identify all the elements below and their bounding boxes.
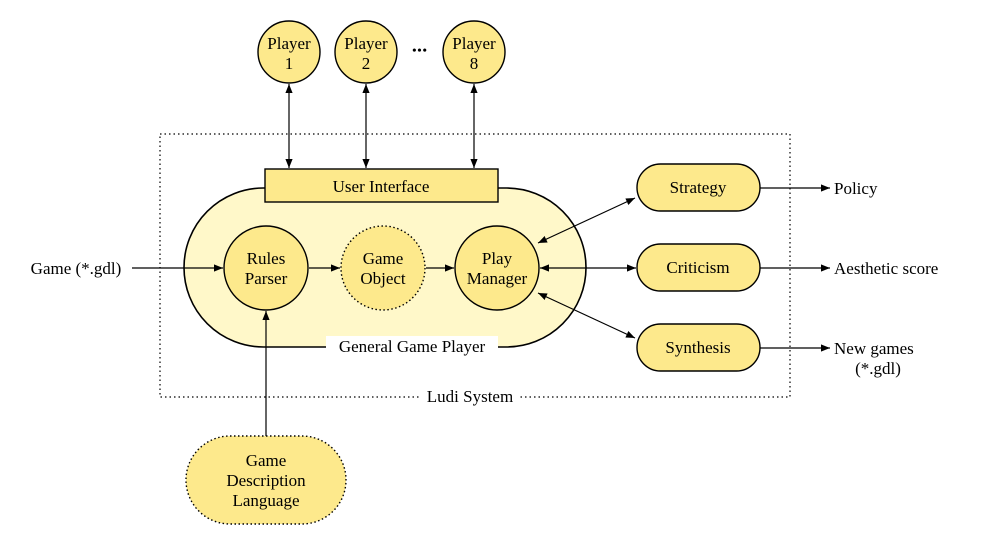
manager-strategy-arrow bbox=[537, 197, 636, 244]
manager-synthesis-arrow bbox=[537, 292, 636, 339]
new-games-line1: New games bbox=[834, 339, 914, 358]
game-object-line2: Object bbox=[360, 269, 406, 288]
policy-label: Policy bbox=[834, 179, 878, 198]
new-games-line2: (*.gdl) bbox=[855, 359, 901, 378]
general-game-player-label: General Game Player bbox=[339, 337, 486, 356]
game-object-node: Game Object bbox=[340, 225, 426, 311]
criticism-label: Criticism bbox=[666, 258, 729, 277]
ludi-system-label: Ludi System bbox=[427, 387, 513, 406]
strategy-label: Strategy bbox=[670, 178, 727, 197]
rules-parser-node: Rules Parser bbox=[223, 225, 309, 311]
game-description-language-node: Game Description Language bbox=[185, 435, 347, 525]
player-1-node: Player 1 bbox=[257, 20, 321, 84]
criticism-node: Criticism bbox=[636, 243, 761, 292]
synthesis-node: Synthesis bbox=[636, 323, 761, 372]
play-manager-line1: Play bbox=[482, 249, 513, 268]
player-8-node: Player 8 bbox=[442, 20, 506, 84]
gdl-line2: Description bbox=[226, 471, 306, 490]
player-1-line2: 1 bbox=[285, 54, 294, 73]
user-interface-label: User Interface bbox=[333, 177, 430, 196]
play-manager-node: Play Manager bbox=[454, 225, 540, 311]
player-2-node: Player 2 bbox=[334, 20, 398, 84]
gdl-line3: Language bbox=[232, 491, 299, 510]
player-1-line1: Player bbox=[267, 34, 311, 53]
synthesis-label: Synthesis bbox=[665, 338, 730, 357]
player-8-line2: 8 bbox=[470, 54, 479, 73]
user-interface-box bbox=[264, 168, 499, 203]
player-8-line1: Player bbox=[452, 34, 496, 53]
game-object-line1: Game bbox=[363, 249, 404, 268]
game-input-label: Game (*.gdl) bbox=[31, 259, 122, 278]
strategy-node: Strategy bbox=[636, 163, 761, 212]
aesthetic-score-label: Aesthetic score bbox=[834, 259, 938, 278]
players-ellipsis: ••• bbox=[412, 43, 428, 57]
player-2-line1: Player bbox=[344, 34, 388, 53]
player-2-line2: 2 bbox=[362, 54, 371, 73]
ludi-system-label-bg bbox=[420, 386, 520, 406]
rules-parser-line1: Rules bbox=[247, 249, 286, 268]
ggp-label-bg bbox=[326, 336, 498, 356]
gdl-line1: Game bbox=[246, 451, 287, 470]
play-manager-line2: Manager bbox=[467, 269, 528, 288]
rules-parser-line2: Parser bbox=[245, 269, 288, 288]
